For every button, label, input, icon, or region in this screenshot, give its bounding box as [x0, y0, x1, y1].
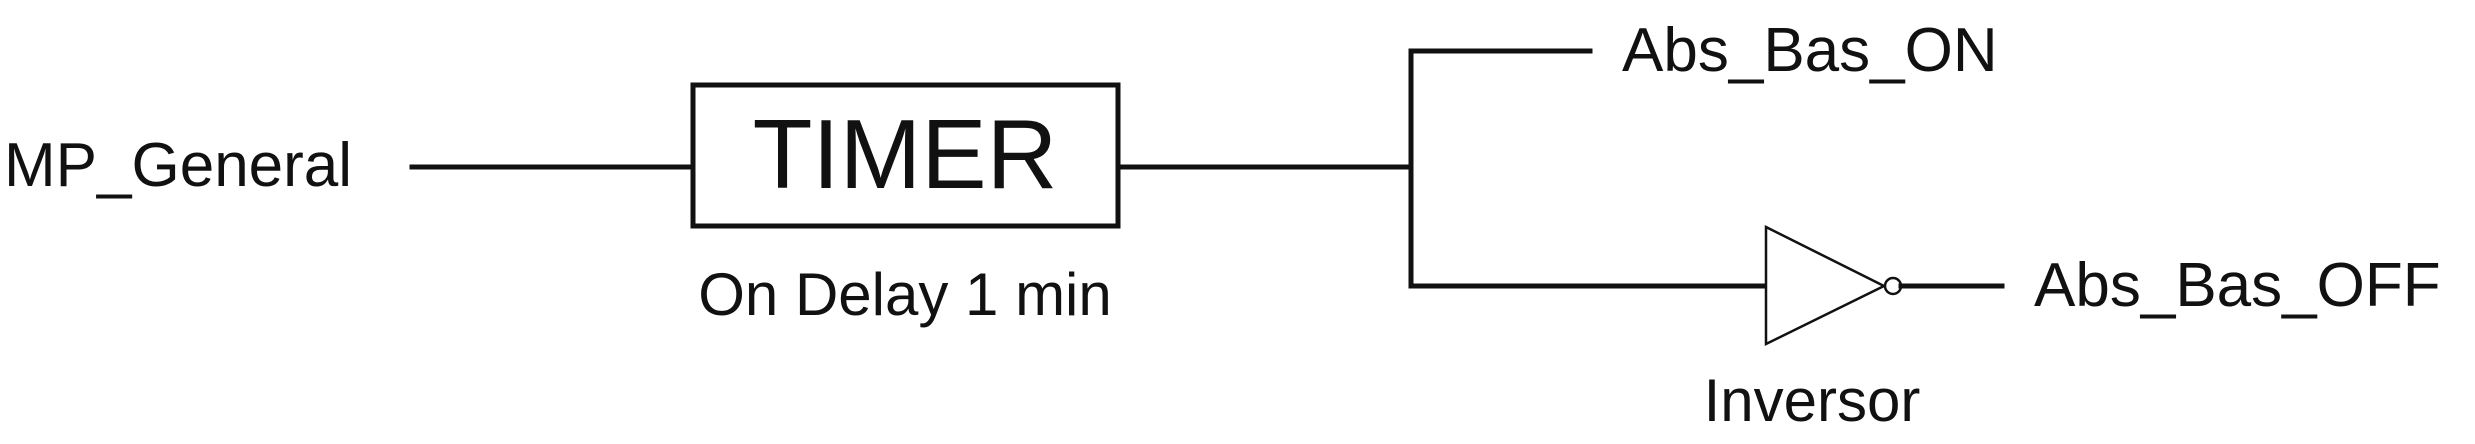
- timer-block: TIMER: [690, 82, 1121, 229]
- output-label-abs-bas-off: Abs_Bas_OFF: [2034, 251, 2441, 320]
- output-label-abs-bas-on: Abs_Bas_ON: [1622, 16, 1998, 85]
- input-label-mp-general: MP_General: [4, 131, 352, 200]
- inverter-caption: Inversor: [1704, 367, 1921, 434]
- inverter-gate: [1764, 224, 1903, 347]
- inverter-triangle: [1764, 224, 1887, 347]
- timer-title: TIMER: [753, 99, 1058, 209]
- timer-caption: On Delay 1 min: [698, 261, 1112, 328]
- timer-box: [690, 82, 1121, 229]
